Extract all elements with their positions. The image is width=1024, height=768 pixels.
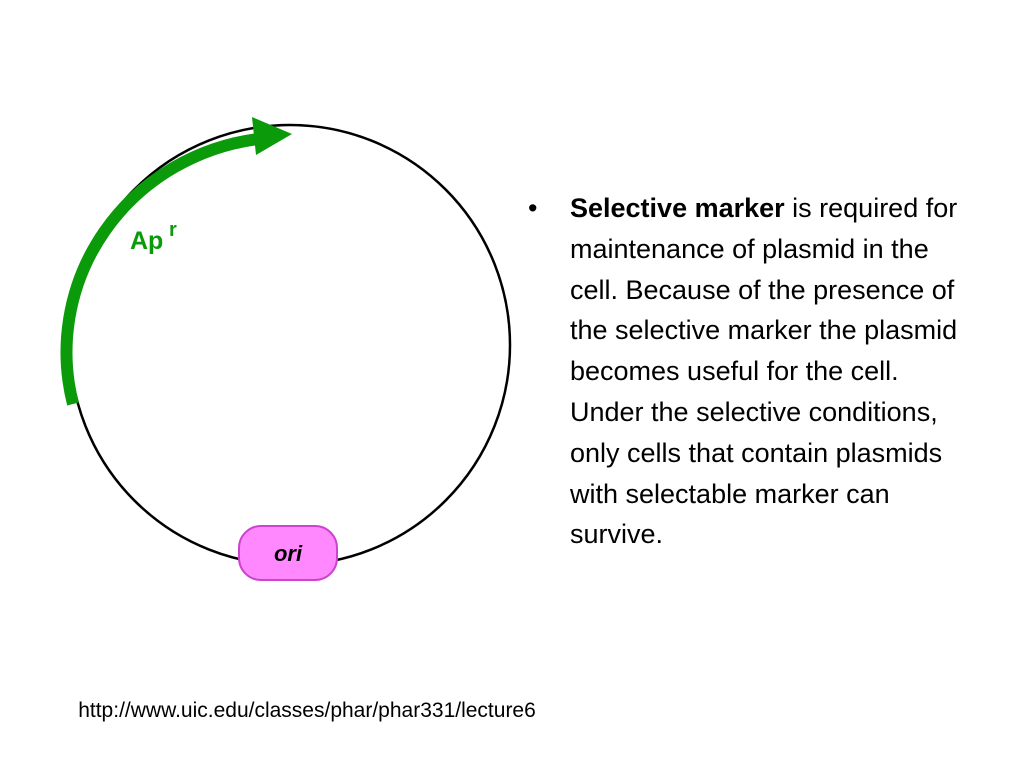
ampr-gene-arrowhead [252,117,292,155]
bullet-text: Selective marker is required for mainten… [570,188,968,555]
gene-label-superscript: r [169,219,177,241]
source-url: http://www.uic.edu/classes/phar/phar331/… [78,699,536,722]
bullet-dot: • [528,193,538,223]
bullet-body: is required for maintenance of plasmid i… [570,193,958,550]
origin-label: ori [274,541,303,566]
ampr-gene-arc [60,133,259,406]
origin-box [238,525,338,581]
bold-term: Selective marker [570,193,785,223]
bullet-point: • Selective marker is required for maint… [528,188,968,555]
plasmid-diagram: Ap r ori [60,117,512,581]
gene-label: Ap [130,227,163,255]
